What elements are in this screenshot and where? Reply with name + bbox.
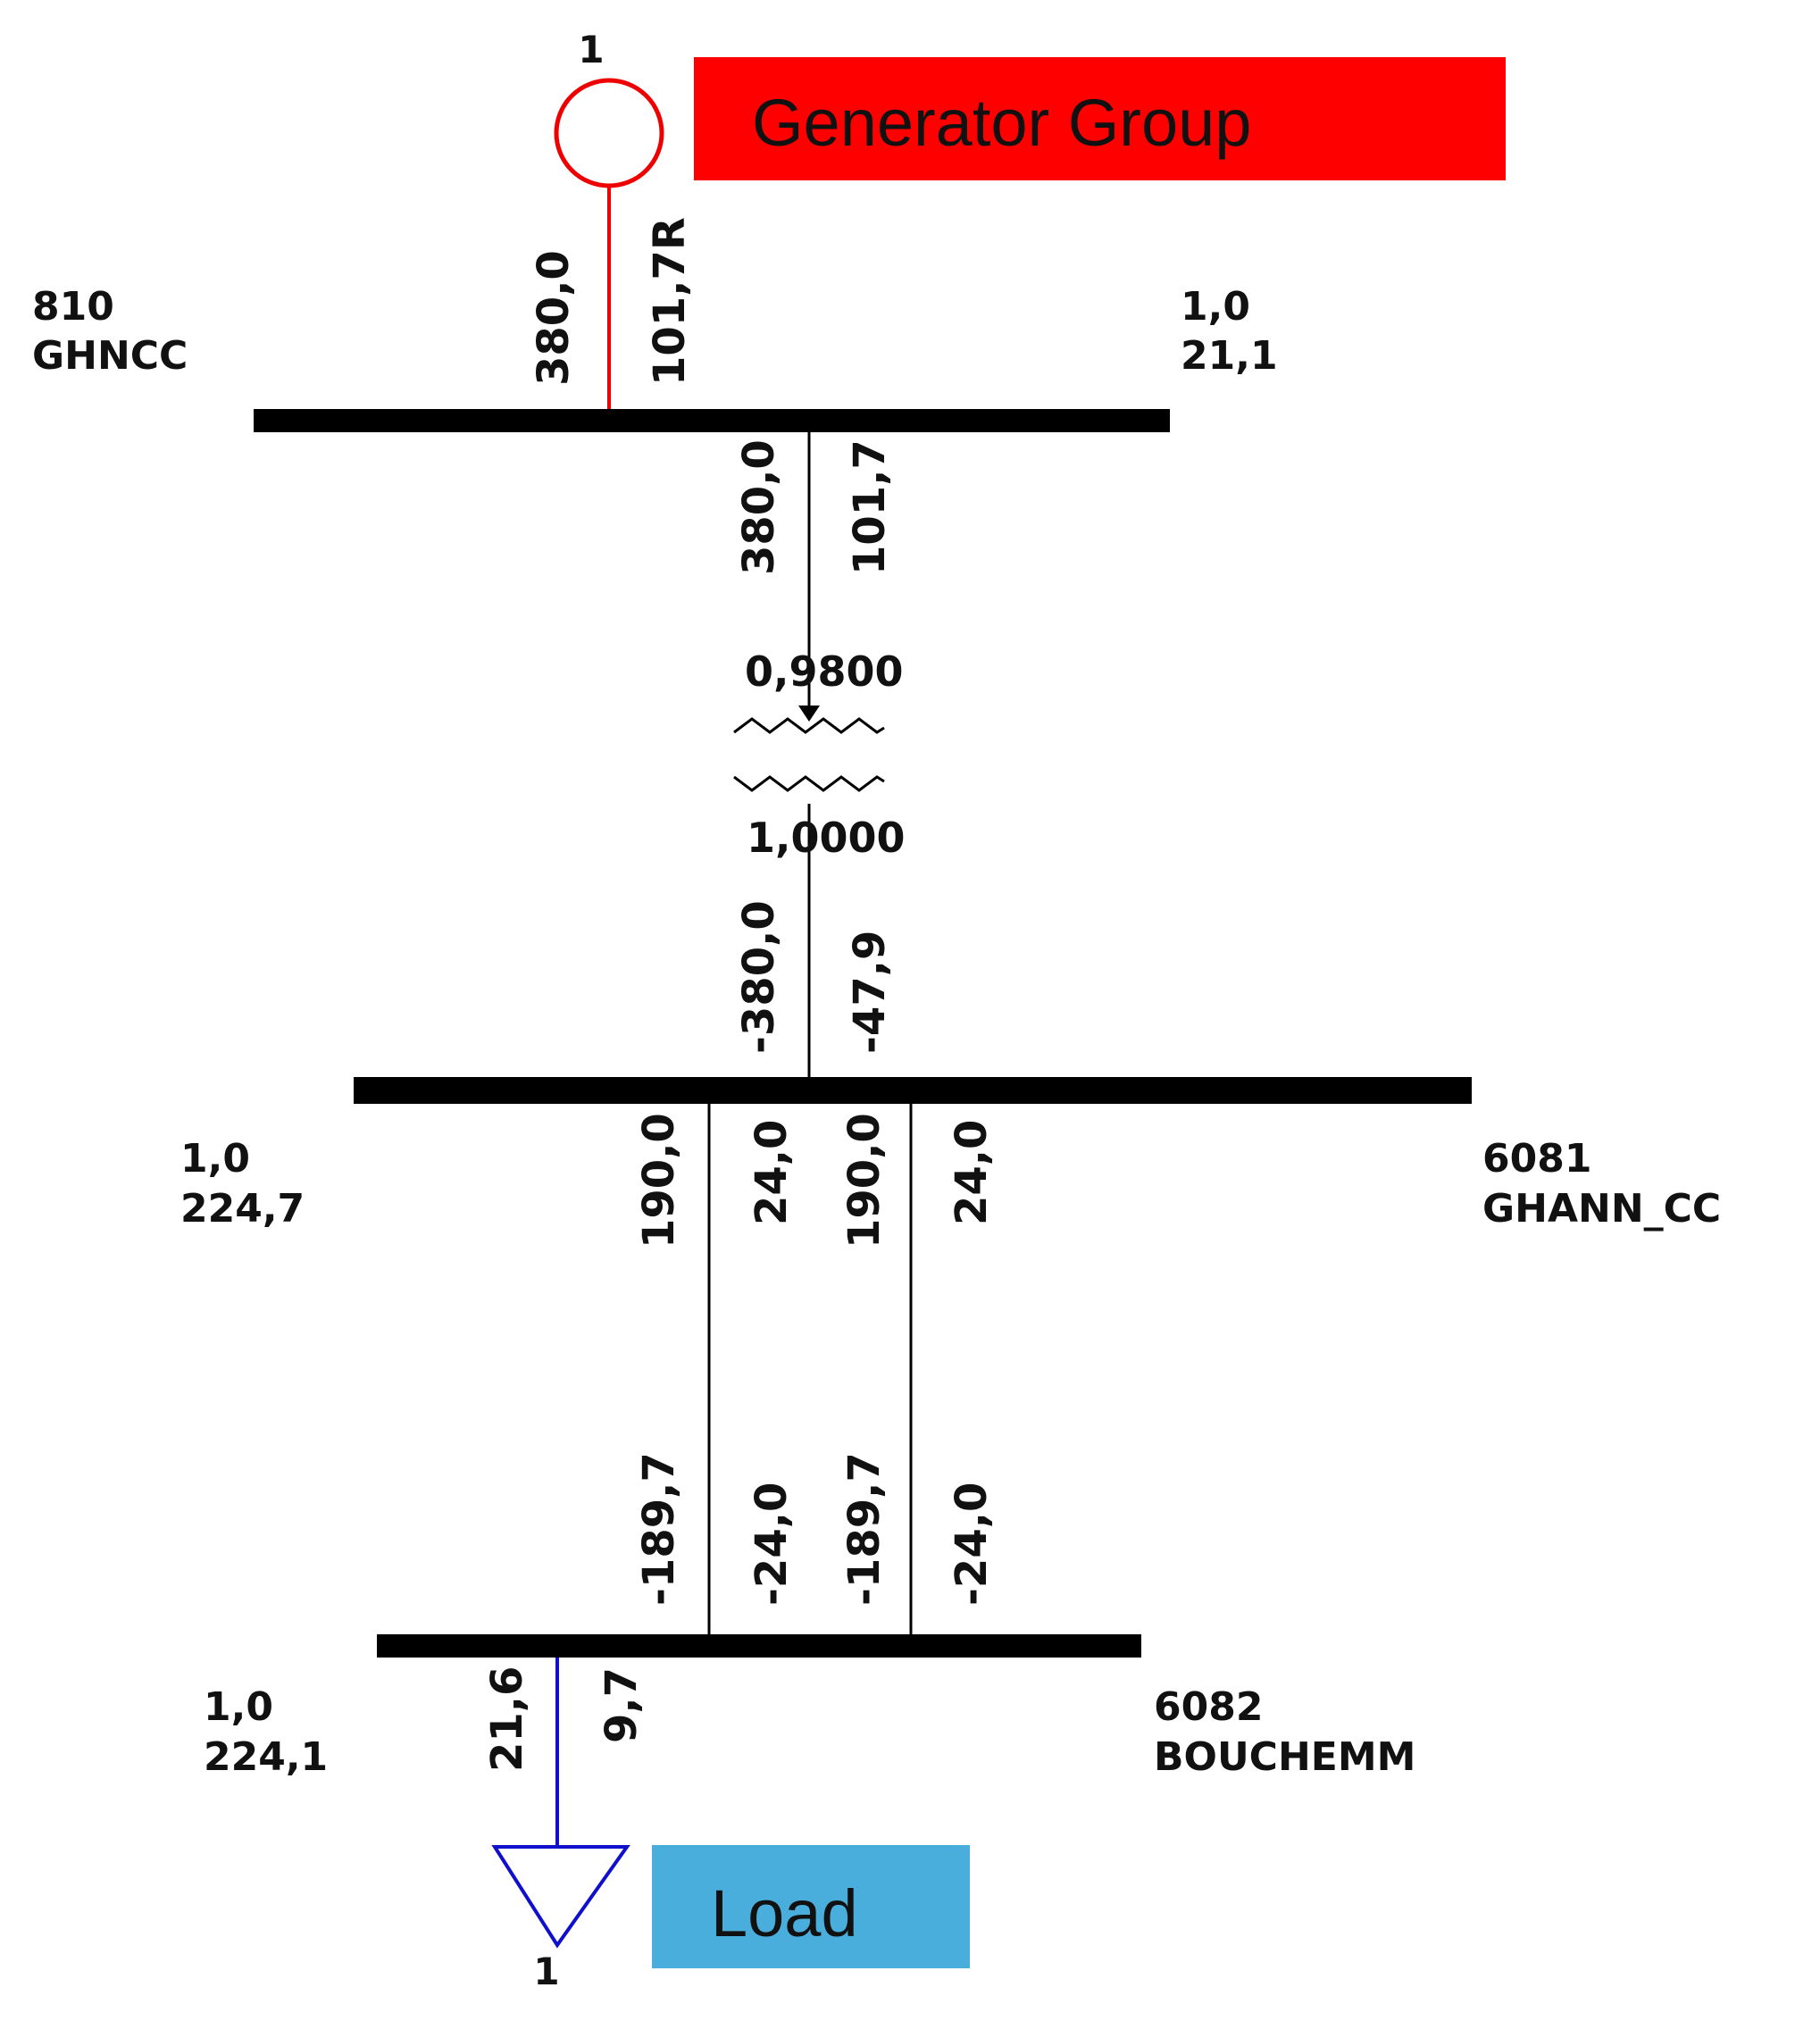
- bus-810-number: 810: [32, 284, 114, 330]
- load-icon[interactable]: [491, 1845, 630, 1949]
- transformer-from-mvar: 101,7: [845, 439, 895, 575]
- bus-6081-bar[interactable]: [354, 1077, 1472, 1104]
- load-mw: 21,6: [482, 1666, 532, 1772]
- load-box[interactable]: Load: [652, 1845, 970, 1968]
- line-1-to-mvar: -24,0: [747, 1482, 797, 1606]
- bus-6081-pu: 1,0: [180, 1136, 250, 1182]
- bus-6081-kv: 224,7: [180, 1186, 305, 1232]
- generator-icon[interactable]: [554, 78, 664, 188]
- generator-group-label: Generator Group: [752, 86, 1251, 160]
- flow-arrow-icon: [798, 706, 820, 722]
- generator-group-box[interactable]: Generator Group: [694, 57, 1506, 180]
- bus-6082-name: BOUCHEMM: [1154, 1734, 1415, 1780]
- generator-mw: 380,0: [529, 250, 579, 386]
- bus-810-bar[interactable]: [254, 409, 1170, 432]
- transformer-to-mw: -380,0: [734, 900, 784, 1054]
- line-1-from-mvar: 24,0: [747, 1120, 797, 1225]
- line-2-to-mw: -189,7: [839, 1452, 889, 1606]
- bus-6082-number: 6082: [1154, 1684, 1263, 1730]
- load-box-label: Load: [711, 1876, 858, 1950]
- line-2-to-mvar: -24,0: [947, 1482, 997, 1606]
- bus-6082-kv: 224,1: [204, 1734, 328, 1780]
- bus-6082-bar[interactable]: [377, 1634, 1141, 1658]
- generator-mvar: 101,7R: [645, 217, 695, 386]
- bus-810-name: GHNCC: [32, 333, 188, 379]
- transformer-to-mvar: -47,9: [845, 931, 895, 1054]
- transformer-icon[interactable]: [733, 717, 885, 792]
- bus-6082-pu: 1,0: [204, 1684, 273, 1730]
- bus-810-pu: 1,0: [1181, 284, 1250, 330]
- transformer-tap-from: 0,9800: [745, 647, 904, 696]
- transformer-from-mw: 380,0: [734, 439, 784, 575]
- line-2-from-mw: 190,0: [839, 1113, 889, 1249]
- load-id: 1: [533, 1950, 559, 1993]
- bus-810-kv: 21,1: [1181, 333, 1278, 379]
- load-mvar: 9,7: [597, 1667, 647, 1743]
- bus-6081-number: 6081: [1482, 1136, 1591, 1182]
- line-2-from-mvar: 24,0: [947, 1120, 997, 1225]
- bus-6081-name: GHANN_CC: [1482, 1186, 1721, 1232]
- transformer-tap-to: 1,0000: [747, 814, 906, 862]
- line-1-to-mw: -189,7: [634, 1452, 684, 1606]
- generator-id: 1: [578, 28, 604, 71]
- line-1-from-mw: 190,0: [634, 1113, 684, 1249]
